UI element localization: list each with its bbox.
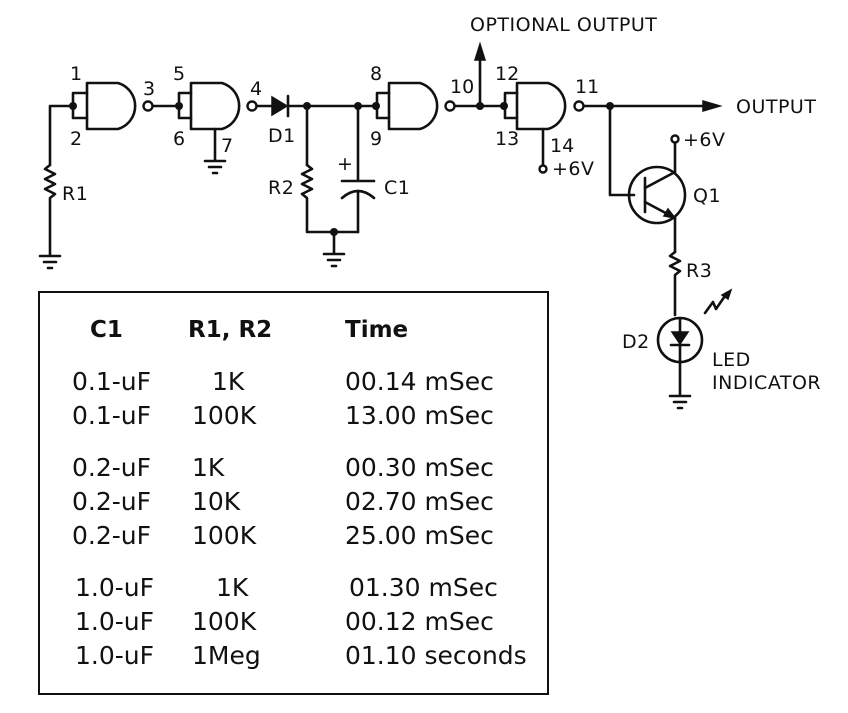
cell-resistance: 100K [192,607,257,636]
pin-13-label: 13 [495,128,519,150]
led-label-line1: LED [712,349,751,371]
pin-12-label: 12 [495,63,519,85]
led-label-line2: INDICATOR [712,372,821,394]
wire-input [48,104,75,167]
nand-gate-2 [177,81,258,162]
resistor-r2 [300,163,360,234]
cell-c1: 0.1-uF [72,401,152,430]
cell-time: 00.12 mSec [345,607,494,636]
table-row: 0.2-uF 10K 02.70 mSec [40,485,547,519]
header-c1: C1 [90,317,123,343]
ground-icon [668,394,692,410]
vcc-q1-label: +6V [683,129,726,151]
pin-2-label: 2 [70,128,82,150]
cell-time: 25.00 mSec [345,521,494,550]
cell-time: 00.14 mSec [345,367,494,396]
cell-c1: 1.0-uF [75,641,155,670]
output-label: OUTPUT [736,96,816,118]
cell-resistance: 100K [192,401,257,430]
resistor-r1 [43,163,57,257]
table-header-row: C1 R1, R2 Time [40,313,547,347]
c1-polarity: + [337,153,353,175]
cell-time: 00.30 mSec [345,453,494,482]
nand-gate-3 [375,81,456,131]
timing-table: C1 R1, R2 Time 0.1-uF 1K 00.14 mSec 0.1-… [38,291,549,695]
pin-8-label: 8 [370,63,382,85]
pin-5-label: 5 [173,63,185,85]
cell-time: 01.30 mSec [349,573,498,602]
pin-1-label: 1 [70,63,82,85]
pin-11-label: 11 [575,76,599,98]
pin-14-label: 14 [550,135,574,157]
c1-label: C1 [384,177,410,199]
q1-label: Q1 [693,185,721,207]
cell-c1: 0.2-uF [72,453,152,482]
optional-output-label: OPTIONAL OUTPUT [470,14,657,36]
cell-resistance: 10K [192,487,241,516]
cell-time: 01.10 seconds [345,641,527,670]
pin-3-label: 3 [143,78,155,100]
optional-output-arrow-icon [473,41,487,61]
pin-6-label: 6 [173,128,185,150]
cell-c1: 0.2-uF [72,487,152,516]
pin-7-label: 7 [221,135,233,157]
cell-c1: 1.0-uF [75,607,155,636]
output-arrow-icon [702,99,723,113]
cell-c1: 0.1-uF [72,367,152,396]
table-row: 0.2-uF 1K 00.30 mSec [40,451,547,485]
header-r1-r2: R1, R2 [188,317,273,343]
r1-label: R1 [62,183,88,205]
table-row: 0.1-uF 1K 00.14 mSec [40,365,547,399]
cell-resistance: 1K [212,367,245,396]
nand-gate-1 [71,81,154,131]
r2-label: R2 [268,177,294,199]
resistor-r3 [668,250,682,317]
table-row: 0.1-uF 100K 13.00 mSec [40,399,547,433]
cell-c1: 1.0-uF [75,573,155,602]
header-time: Time [345,317,409,343]
cell-time: 13.00 mSec [345,401,494,430]
cell-resistance: 100K [192,521,257,550]
light-emission-icon [703,288,733,315]
r3-label: R3 [686,260,712,282]
pin-10-label: 10 [450,76,474,98]
diode-d1 [271,94,290,118]
ground-icon [322,252,346,268]
ground-icon [203,159,227,175]
cell-resistance: 1K [216,573,249,602]
transistor-q1 [627,165,687,225]
table-row: 1.0-uF 1Meg 01.10 seconds [40,639,547,673]
ground-icon [38,254,62,270]
cell-time: 02.70 mSec [345,487,494,516]
cell-c1: 0.2-uF [72,521,152,550]
table-row: 1.0-uF 1K 01.30 mSec [40,571,547,605]
pin-4-label: 4 [250,78,262,100]
table-row: 1.0-uF 100K 00.12 mSec [40,605,547,639]
table-row: 0.2-uF 100K 25.00 mSec [40,519,547,553]
cell-resistance: 1K [192,453,225,482]
vcc-pin14-label: +6V [552,158,595,180]
cell-resistance: 1Meg [192,641,261,670]
pin-9-label: 9 [370,128,382,150]
d1-label: D1 [268,125,296,147]
d2-label: D2 [622,331,650,353]
